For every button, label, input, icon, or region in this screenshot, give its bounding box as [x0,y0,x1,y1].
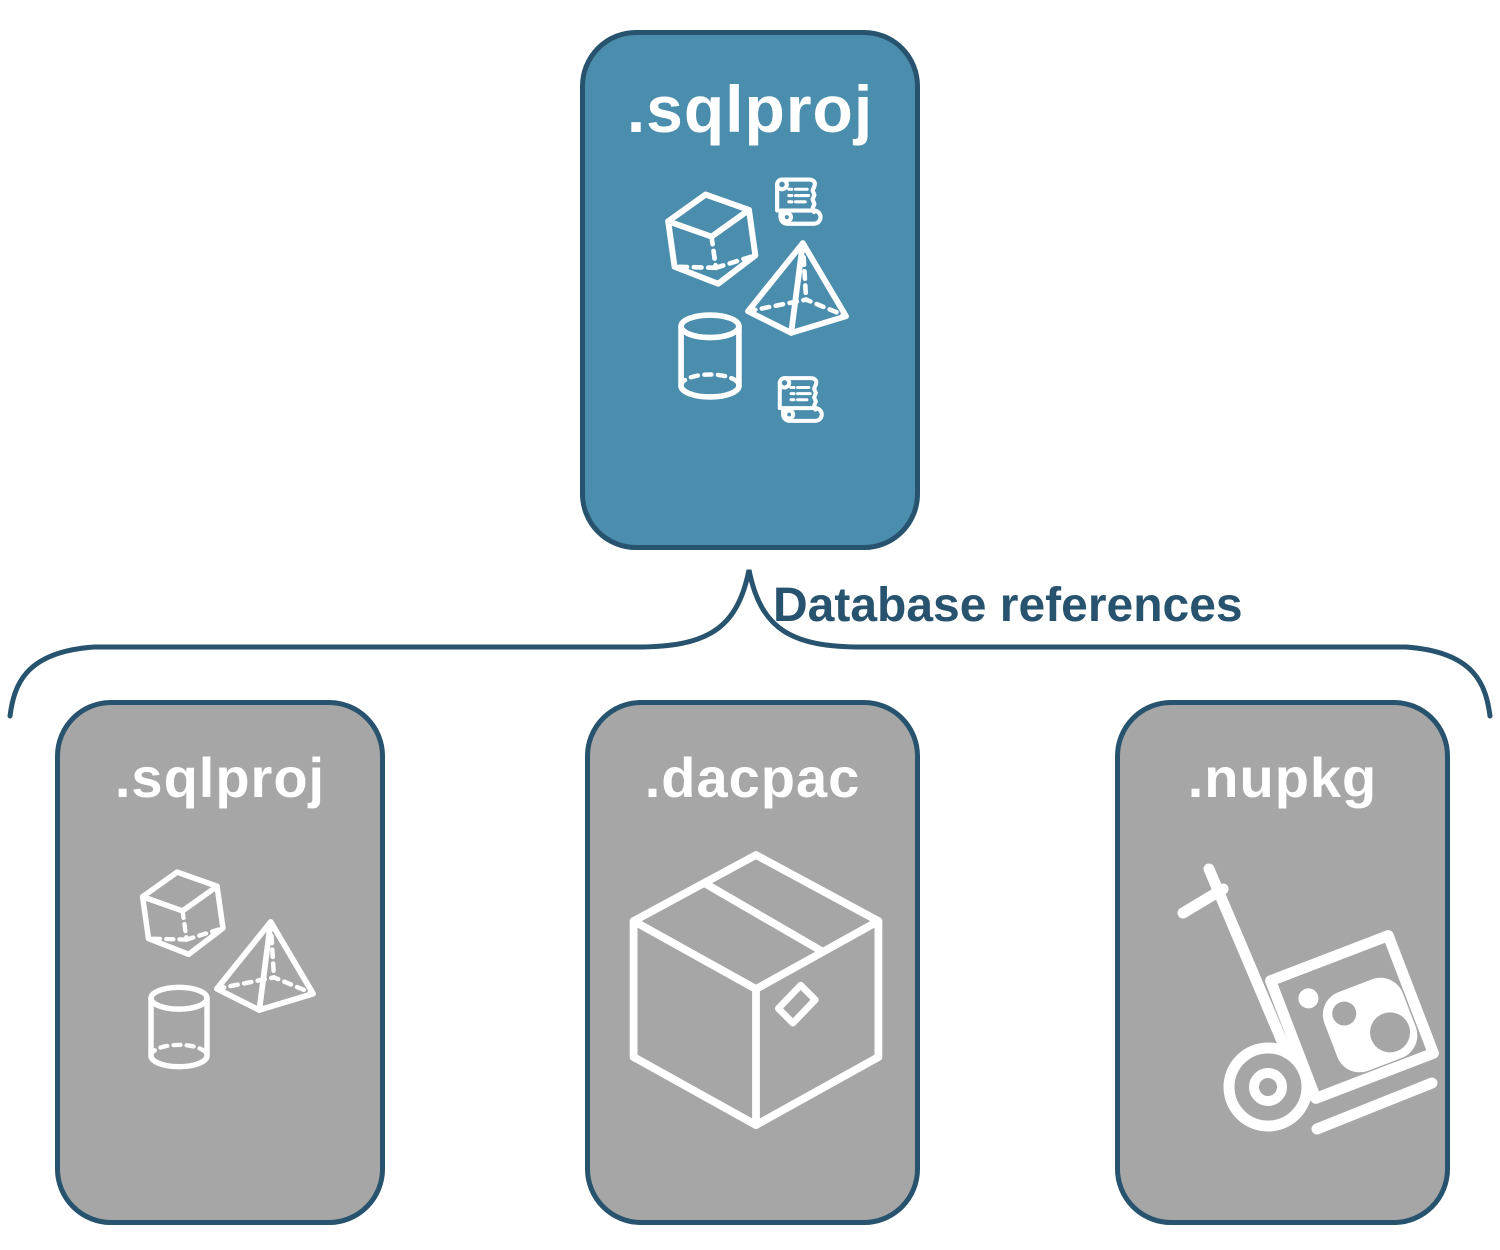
child-box-label: .dacpac [644,746,861,809]
child-box-nupkg: .nupkg [1115,700,1450,1225]
cylinder-icon [144,983,214,1071]
script-scroll-icon [769,365,829,425]
child-box-dacpac: .dacpac [585,700,920,1225]
pyramid-icon [212,917,318,1015]
child-box-sqlproj: .sqlproj [55,700,385,1225]
root-box-label: .sqlproj [626,72,874,146]
cylinder-icon [673,311,747,401]
cube-icon [654,180,770,299]
child-box-label: .nupkg [1187,746,1378,809]
pyramid-icon [743,238,851,338]
package-box-icon [620,843,892,1139]
hand-truck-nuget-icon [1175,863,1447,1195]
connector-label: Database references [773,579,1243,632]
cube-icon [130,859,237,969]
child-box-label: .sqlproj [114,746,326,809]
script-scroll-icon [766,166,828,228]
root-box-sqlproj: .sqlproj [580,30,920,550]
